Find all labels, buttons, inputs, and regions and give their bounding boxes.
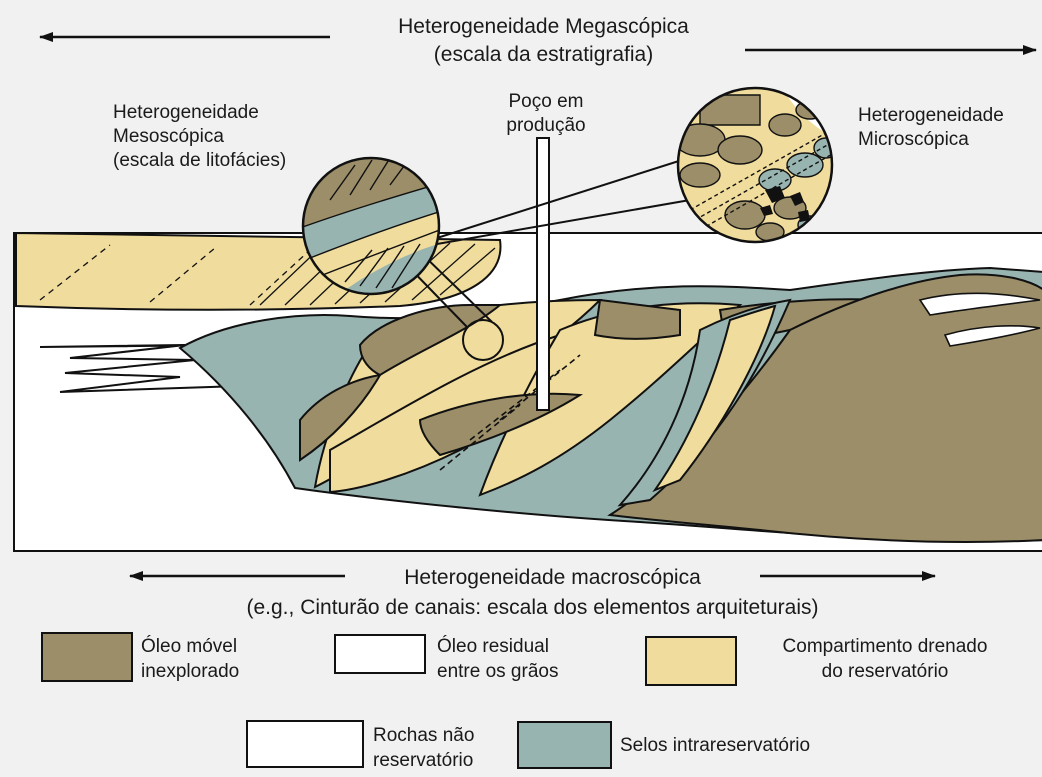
meso-label-line3: (escala de litofácies) bbox=[113, 149, 286, 172]
well-label-line1: Poço em bbox=[490, 90, 602, 113]
meso-label-line1: Heterogeneidade bbox=[113, 101, 259, 124]
production-well[interactable] bbox=[537, 138, 549, 410]
legend-oil-line1: Óleo móvel bbox=[141, 635, 237, 658]
legend-drained-line1: Compartimento drenado bbox=[745, 635, 1025, 658]
legend-residual-line2: entre os grãos bbox=[437, 660, 558, 683]
legend-seal-label: Selos intrareservatório bbox=[620, 734, 810, 757]
legend-oil-line2: inexplorado bbox=[141, 660, 239, 683]
micro-label-line2: Microscópica bbox=[858, 128, 969, 151]
legend-swatch-residual-oil bbox=[334, 634, 426, 674]
macro-subtitle: (e.g., Cinturão de canais: escala dos el… bbox=[150, 595, 915, 620]
legend-drained-line2: do reservatório bbox=[745, 660, 1025, 683]
legend-nonres-line2: reservatório bbox=[373, 749, 473, 772]
micro-circle bbox=[675, 85, 848, 250]
legend-swatch-non-reservoir bbox=[246, 720, 364, 768]
legend-residual-line1: Óleo residual bbox=[437, 635, 549, 658]
legend-nonres-line1: Rochas não bbox=[373, 724, 474, 747]
legend-swatch-seal bbox=[517, 721, 612, 769]
legend-swatch-oil-unexplored bbox=[41, 632, 133, 682]
well-label-line2: produção bbox=[490, 114, 602, 137]
mega-subtitle: (escala da estratigrafia) bbox=[336, 42, 751, 67]
legend-swatch-drained bbox=[645, 636, 737, 686]
macro-title: Heterogeneidade macroscópica bbox=[345, 565, 760, 590]
micro-label-line1: Heterogeneidade bbox=[858, 104, 1004, 127]
meso-label-line2: Mesoscópica bbox=[113, 125, 224, 148]
mega-title: Heterogeneidade Megascópica bbox=[336, 14, 751, 39]
connector-line-micro-1 bbox=[437, 160, 682, 238]
